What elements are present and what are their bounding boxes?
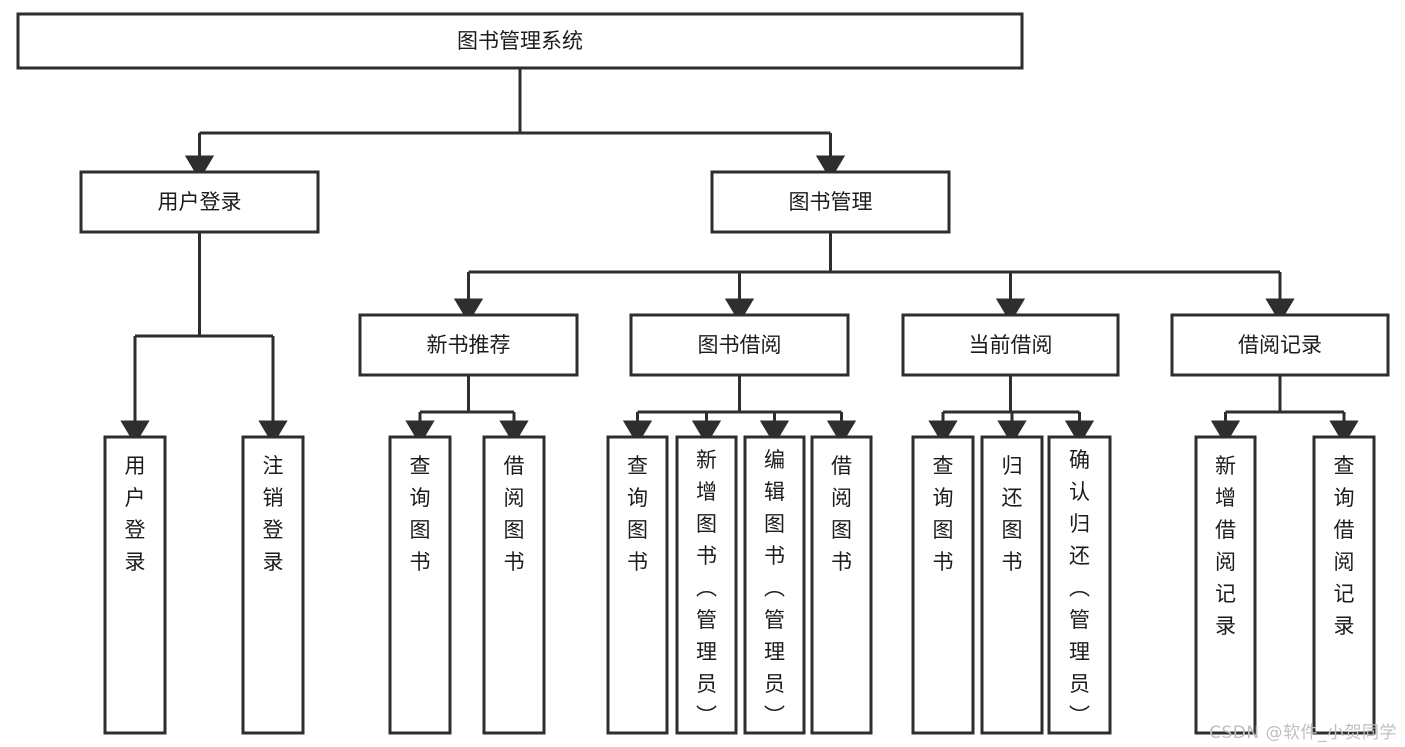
- node-book-management-label: 图书管理: [789, 190, 873, 214]
- node-leaf-user-login-box[interactable]: [103, 435, 167, 735]
- node-current-borrow-label: 当前借阅: [969, 333, 1053, 357]
- node-leaf-borrow-book-recommend-label: 借阅图书: [504, 454, 525, 574]
- node-leaf-query-borrow-record-label: 查询借阅记录: [1334, 454, 1355, 638]
- node-leaf-user-login-label: 用户登录: [125, 454, 146, 574]
- node-new-book-recommend[interactable]: 新书推荐: [358, 313, 579, 377]
- node-leaf-user-login[interactable]: 用户登录: [103, 435, 167, 735]
- node-leaf-borrow-book[interactable]: 借阅图书: [810, 435, 873, 735]
- node-leaf-query-book-borrow[interactable]: 查询图书: [606, 435, 669, 735]
- node-leaf-borrow-book-recommend[interactable]: 借阅图书: [482, 435, 546, 735]
- node-root-root-box[interactable]: [16, 12, 1024, 70]
- node-book-management-box[interactable]: [710, 170, 951, 234]
- node-leaf-edit-book-box[interactable]: [743, 435, 806, 735]
- node-leaf-query-book-current-label: 查询图书: [933, 454, 954, 574]
- node-user-login-box[interactable]: [79, 170, 320, 234]
- node-leaf-add-book[interactable]: 新增图书︵管理员︶: [675, 435, 738, 735]
- node-leaf-logout[interactable]: 注销登录: [241, 435, 305, 735]
- node-book-borrow[interactable]: 图书借阅: [629, 313, 850, 377]
- node-leaf-add-book-box[interactable]: [675, 435, 738, 735]
- node-book-borrow-label: 图书借阅: [698, 333, 782, 357]
- node-root-root[interactable]: 图书管理系统: [16, 12, 1024, 70]
- node-leaf-confirm-return[interactable]: 确认归还︵管理员︶: [1047, 435, 1112, 735]
- node-borrow-record-label: 借阅记录: [1238, 333, 1322, 357]
- node-new-book-recommend-label: 新书推荐: [427, 333, 511, 357]
- node-root-root-label: 图书管理系统: [457, 29, 583, 53]
- node-leaf-query-book-borrow-box[interactable]: [606, 435, 669, 735]
- node-book-borrow-box[interactable]: [629, 313, 850, 377]
- node-user-login-label: 用户登录: [158, 190, 242, 214]
- node-leaf-query-book-current-box[interactable]: [911, 435, 975, 735]
- node-leaf-query-book-recommend-label: 查询图书: [410, 454, 431, 574]
- node-leaf-add-book-label: 新增图书︵管理员︶: [696, 448, 717, 728]
- node-leaf-edit-book[interactable]: 编辑图书︵管理员︶: [743, 435, 806, 735]
- node-current-borrow-box[interactable]: [901, 313, 1120, 377]
- node-user-login[interactable]: 用户登录: [79, 170, 320, 234]
- node-leaf-borrow-book-label: 借阅图书: [831, 454, 852, 574]
- node-leaf-query-borrow-record-box[interactable]: [1312, 435, 1376, 735]
- node-leaf-add-borrow-record-box[interactable]: [1194, 435, 1257, 735]
- node-leaf-logout-box[interactable]: [241, 435, 305, 735]
- node-leaf-return-book[interactable]: 归还图书: [980, 435, 1044, 735]
- node-leaf-borrow-book-recommend-box[interactable]: [482, 435, 546, 735]
- node-leaf-query-book-borrow-label: 查询图书: [627, 454, 648, 574]
- node-leaf-confirm-return-box[interactable]: [1047, 435, 1112, 735]
- node-borrow-record-box[interactable]: [1170, 313, 1390, 377]
- node-leaf-add-borrow-record[interactable]: 新增借阅记录: [1194, 435, 1257, 735]
- node-leaf-return-book-box[interactable]: [980, 435, 1044, 735]
- node-current-borrow[interactable]: 当前借阅: [901, 313, 1120, 377]
- node-leaf-query-borrow-record[interactable]: 查询借阅记录: [1312, 435, 1376, 735]
- node-new-book-recommend-box[interactable]: [358, 313, 579, 377]
- node-leaf-logout-label: 注销登录: [263, 454, 284, 574]
- node-leaf-query-book-recommend-box[interactable]: [388, 435, 452, 735]
- connector-layer: [120, 68, 1359, 446]
- node-leaf-edit-book-label: 编辑图书︵管理员︶: [764, 448, 785, 728]
- node-leaf-confirm-return-label: 确认归还︵管理员︶: [1069, 448, 1090, 728]
- node-layer: 图书管理系统用户登录图书管理新书推荐图书借阅当前借阅借阅记录用户登录注销登录查询…: [16, 12, 1390, 735]
- node-borrow-record[interactable]: 借阅记录: [1170, 313, 1390, 377]
- node-leaf-return-book-label: 归还图书: [1002, 454, 1023, 574]
- node-book-management[interactable]: 图书管理: [710, 170, 951, 234]
- node-leaf-add-borrow-record-label: 新增借阅记录: [1215, 454, 1236, 638]
- node-leaf-query-book-current[interactable]: 查询图书: [911, 435, 975, 735]
- node-leaf-query-book-recommend[interactable]: 查询图书: [388, 435, 452, 735]
- node-leaf-borrow-book-box[interactable]: [810, 435, 873, 735]
